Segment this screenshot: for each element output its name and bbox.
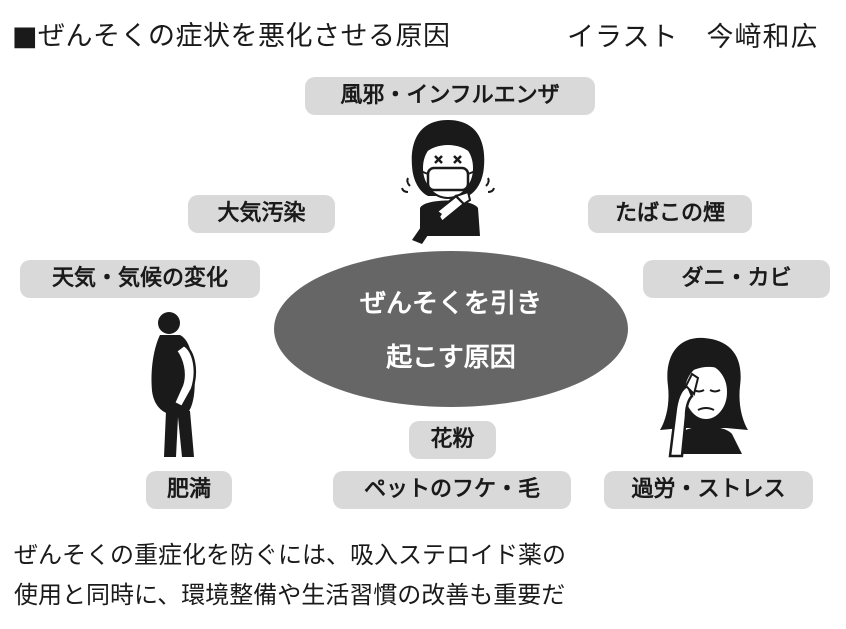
center-label-line1: ぜんそくを引き — [359, 289, 542, 319]
cause-mites-mold: ダニ・カビ — [643, 260, 830, 298]
center-label-line2: 起こす原因 — [386, 343, 516, 373]
center-ellipse: ぜんそくを引き 起こす原因 — [274, 251, 628, 407]
caption-line2: 使用と同時に、環境整備や生活習慣の改善も重要だ — [14, 581, 566, 609]
cause-air-pollution: 大気汚染 — [188, 195, 335, 233]
cause-pet-dander: ペットのフケ・毛 — [333, 471, 571, 509]
illustration-credit: イラスト 今﨑和広 — [567, 22, 819, 53]
cause-pollen: 花粉 — [409, 421, 496, 459]
cause-weather-change: 天気・気候の変化 — [20, 260, 260, 298]
stressed-woman-illustration — [660, 337, 748, 458]
obese-man-illustration — [151, 312, 196, 457]
cause-overwork-stress: 過労・ストレス — [604, 471, 813, 509]
cause-obesity: 肥満 — [146, 471, 232, 509]
page-title: ■ぜんそくの症状を悪化させる原因 — [12, 21, 451, 52]
coughing-woman-illustration — [401, 120, 495, 244]
cause-tobacco-smoke: たばこの煙 — [588, 195, 752, 233]
cause-flu: 風邪・インフルエンザ — [305, 77, 595, 115]
caption-line1: ぜんそくの重症化を防ぐには、吸入ステロイド薬の — [14, 541, 566, 569]
